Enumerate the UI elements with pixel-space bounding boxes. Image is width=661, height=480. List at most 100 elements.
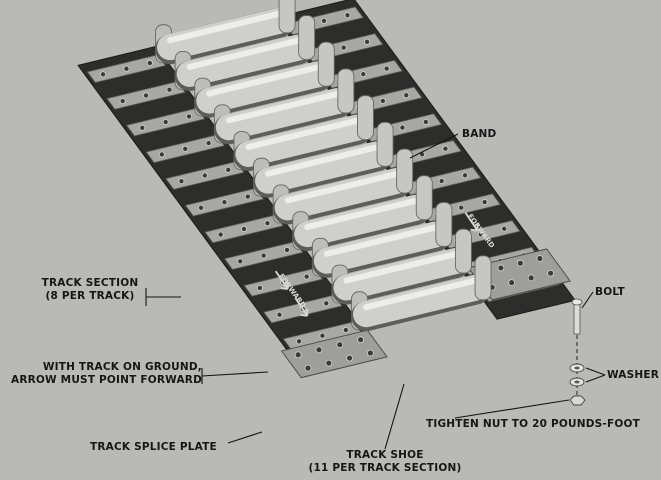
shoe-right-ear	[396, 148, 414, 194]
plate-bolt-head	[256, 284, 263, 291]
forward-arrow-icon	[274, 270, 289, 291]
shoe-roller	[235, 114, 371, 167]
shoe-roller-highlight	[167, 10, 283, 44]
shoe-roller	[294, 194, 430, 248]
splice-bolt-head	[366, 349, 374, 357]
plate-bolt-head	[225, 166, 232, 173]
plate-bolt-head	[303, 273, 310, 280]
shoe-roller-highlight	[225, 90, 342, 124]
bolt-head-icon	[571, 298, 583, 306]
plate-bolt-head	[241, 225, 248, 232]
leader-lines-layer	[145, 133, 606, 450]
plate-bolt-head	[422, 118, 429, 125]
splice-bolt-head	[527, 274, 535, 282]
plate-bolt-head	[166, 86, 173, 93]
shoe-roller-highlight	[323, 224, 440, 257]
track-shoe-leader	[384, 383, 405, 450]
band-leader	[409, 133, 459, 159]
shoe-roller	[176, 34, 312, 87]
plate-bolt-head	[442, 145, 449, 152]
band-label: BAND	[462, 128, 497, 140]
shoe-roller	[215, 87, 352, 141]
shoe-right-ear	[298, 15, 316, 60]
splice-bolt-head	[304, 364, 312, 372]
shoe-roller	[353, 274, 489, 328]
plate-bolt-head	[383, 65, 390, 72]
plate-bolt-head	[244, 193, 251, 200]
washer-hole-icon	[574, 380, 580, 384]
track-section-leader	[145, 288, 181, 306]
shoe-roller-highlight	[363, 277, 479, 311]
track-shoe-label: TRACK SHOE (11 PER TRACK SECTION)	[300, 449, 470, 475]
shoe-roller-highlight	[284, 170, 400, 204]
track-shoe-line-2: (11 PER TRACK SECTION)	[308, 462, 462, 474]
shoe-right-ear	[455, 228, 472, 274]
plate-bolt-head	[186, 113, 193, 120]
plate-bolt-head	[162, 119, 169, 126]
track-splice-plate-label: TRACK SPLICE PLATE	[90, 441, 217, 453]
plate-bolt-head	[237, 258, 244, 265]
shoe-roller-highlight	[245, 117, 361, 150]
shoe-roller	[313, 221, 450, 274]
forward-arrow-icon	[464, 212, 479, 232]
splice-bolt-head	[497, 264, 505, 272]
plate-bolt-head	[379, 97, 386, 104]
plate-bolt-head	[319, 332, 326, 339]
shoe-roller	[196, 61, 332, 114]
tighten-nut-label: TIGHTEN NUT TO 20 POUNDS-FOOT	[426, 418, 640, 430]
splice-plate-leader	[227, 431, 263, 444]
splice-bolt-head	[357, 336, 364, 344]
shoe-right-ear	[357, 95, 374, 141]
plate-bolt-head	[323, 300, 330, 307]
splice-bolt-head	[315, 346, 323, 354]
plate-bolt-head	[205, 140, 212, 147]
plate-bolt-head	[284, 246, 291, 253]
plate-bolt-head	[342, 327, 349, 334]
splice-bolt-head	[336, 341, 344, 349]
bolt-label: BOLT	[595, 286, 625, 298]
nut-icon	[569, 395, 586, 406]
plate-bolt-head	[344, 12, 351, 19]
arrow-note-label: WITH TRACK ON GROUND, ARROW MUST POINT F…	[10, 361, 202, 387]
shoe-roller-highlight	[343, 251, 459, 284]
shoe-roller-highlight	[304, 197, 420, 231]
splice-bolt-head	[294, 351, 302, 359]
washer-leader	[585, 367, 606, 383]
plate-bolt-head	[481, 199, 488, 206]
bolt-icon	[573, 303, 581, 335]
forward-arrow-icon	[294, 297, 309, 317]
shoe-right-ear	[474, 255, 492, 301]
plate-bolt-head	[158, 151, 165, 158]
rollers-layer	[155, 0, 492, 332]
plate-bolt-head	[264, 220, 271, 227]
track-section-line-2: (8 PER TRACK)	[45, 290, 135, 302]
splice-bolt-head	[547, 269, 555, 277]
plate-bolt-head	[340, 44, 347, 51]
plate-bolt-head	[360, 71, 367, 78]
splice-bolt-head	[536, 255, 544, 262]
plate-bolt-head	[139, 124, 146, 131]
shoe-right-ear	[317, 41, 335, 87]
shoe-roller-highlight	[265, 144, 381, 177]
plate-bolt-head	[321, 17, 328, 24]
washer-label: WASHER	[607, 369, 660, 381]
plate-bolt-head	[182, 145, 189, 152]
plate-bolt-head	[221, 199, 228, 206]
splice-bolt-head	[516, 259, 524, 267]
plate-bolt-head	[462, 172, 469, 179]
plate-bolt-head	[260, 252, 267, 259]
shoe-roller	[255, 141, 391, 194]
shoe-right-ear	[376, 121, 394, 167]
splice-bolt-head	[325, 359, 333, 367]
plate-bolt-head	[198, 204, 205, 211]
track-section-line-1: TRACK SECTION	[41, 277, 139, 289]
bolt-leader	[581, 291, 594, 309]
plate-bolt-head	[296, 338, 303, 345]
track-shoe-line-1: TRACK SHOE	[346, 449, 424, 461]
plate-bolt-head	[123, 65, 130, 72]
plate-bolt-head	[403, 92, 410, 99]
shoe-roller	[274, 167, 410, 221]
hardware-layer	[569, 298, 586, 406]
